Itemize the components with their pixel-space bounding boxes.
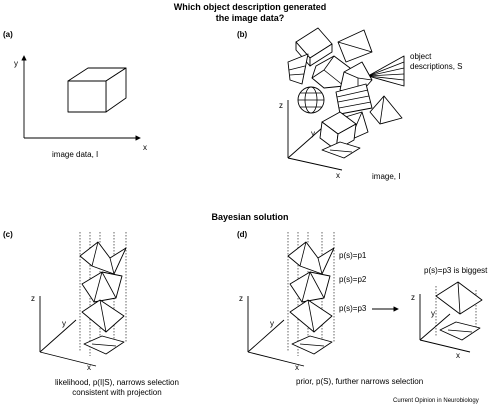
panel-a-label: (a) xyxy=(3,30,13,39)
panel-c-label: (c) xyxy=(3,230,13,239)
panel-d-z-axis-label: z xyxy=(239,294,243,303)
panel-a-y-axis-label: y xyxy=(14,59,18,68)
result-y-axis-label: y xyxy=(431,309,435,318)
credit: Current Opinion in Neurobiology xyxy=(393,398,479,404)
panel-d-x-axis-label: x xyxy=(295,363,299,372)
panel-d-y-axis-label: y xyxy=(270,319,274,328)
panel-b-label: (b) xyxy=(237,30,248,39)
figure-title: Which object description generated the i… xyxy=(173,2,327,23)
objects-label: object descriptions, S xyxy=(410,52,463,71)
result-shape xyxy=(435,281,483,341)
prior-3-label: p(s)=p3 xyxy=(339,304,367,313)
likelihood-stack xyxy=(79,232,127,356)
panel-b-axes: z y x xyxy=(279,100,343,180)
panel-d-axes: z y x xyxy=(239,294,305,372)
prior-2-label: p(s)=p2 xyxy=(339,275,367,284)
panel-d-label: (d) xyxy=(237,230,248,239)
panel-c-y-axis-label: y xyxy=(62,319,66,328)
object-descriptions-cluster xyxy=(287,27,405,159)
panel-a-axes: y x xyxy=(14,55,147,152)
cube-drawing xyxy=(67,67,127,113)
panel-c-axes: z y x xyxy=(31,294,97,372)
result-axes: z y x xyxy=(411,293,471,360)
panel-a-x-axis-label: x xyxy=(143,143,147,152)
panel-c-x-axis-label: x xyxy=(87,363,91,372)
result-label: p(s)=p3 is biggest xyxy=(424,266,488,275)
panel-b-z-axis-label: z xyxy=(279,101,283,110)
panel-c-caption: likelihood, p(I|S), narrows selection co… xyxy=(55,378,179,398)
panel-b-y-axis-label: y xyxy=(311,129,315,138)
result-x-axis-label: x xyxy=(456,351,460,360)
prior-stack xyxy=(287,232,335,356)
result-z-axis-label: z xyxy=(411,293,415,302)
panel-c-z-axis-label: z xyxy=(31,294,35,303)
panel-a-caption: image data, I xyxy=(52,150,99,159)
panel-b-x-axis-label: x xyxy=(336,171,340,180)
panel-d-caption: prior, p(S), further narrows selection xyxy=(296,377,424,386)
panel-b-caption: image, I xyxy=(372,172,401,181)
prior-1-label: p(s)=p1 xyxy=(339,251,367,260)
bayes-title: Bayesian solution xyxy=(211,212,289,222)
